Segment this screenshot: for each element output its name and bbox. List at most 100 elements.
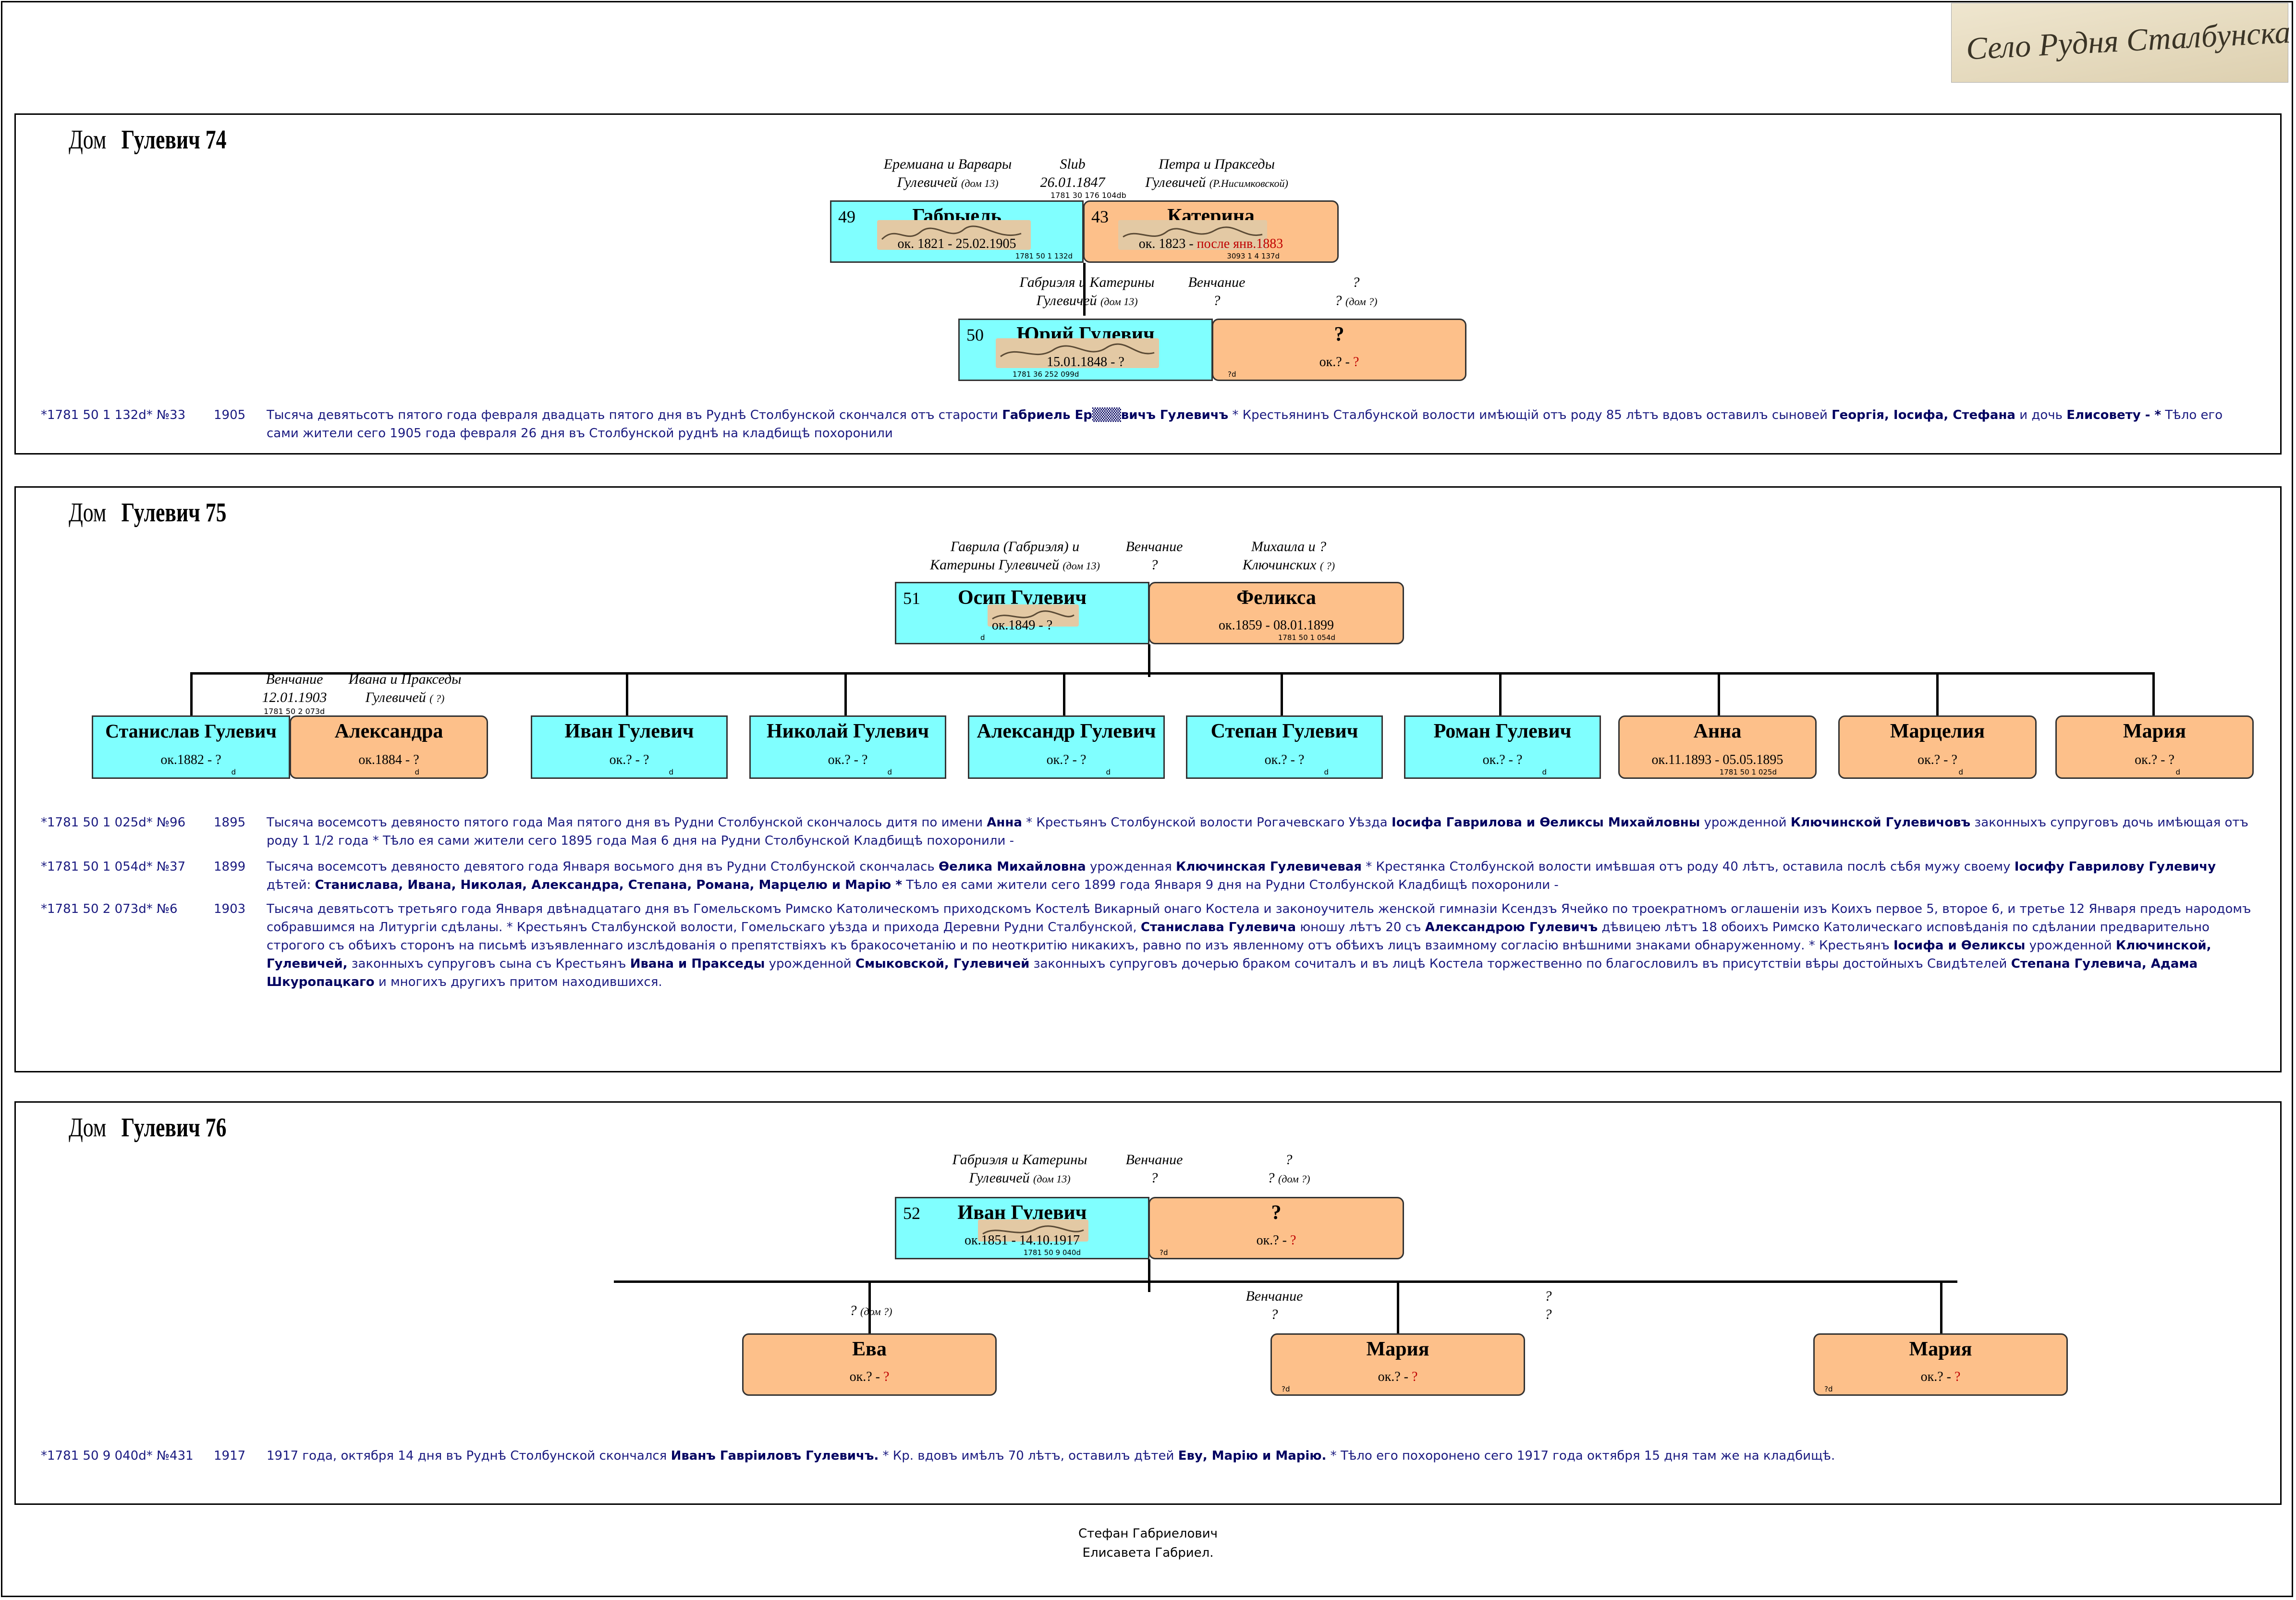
connector	[1148, 1259, 1150, 1292]
person-ref: d	[2175, 768, 2180, 776]
person-ref: 1781 50 9 040d	[1023, 1248, 1081, 1257]
person-katerina[interactable]: 43 Катерина ок. 1823 - после янв.1883 30…	[1083, 200, 1339, 263]
house-dom-label: Дом	[69, 498, 107, 528]
connector	[1936, 672, 1939, 718]
signature-image	[1118, 220, 1267, 250]
person-ref: 1781 50 1 025d	[1719, 768, 1777, 776]
person-ref: 1781 50 1 132d	[1015, 252, 1073, 260]
child-mariya-2[interactable]: Мария ок.? - ? ?d	[1813, 1333, 2068, 1396]
person-ref: ?d	[1824, 1385, 1833, 1393]
person-name: Иван Гулевич	[564, 720, 694, 742]
person-dates: ок.? - ?	[1920, 1369, 1961, 1384]
child-mariya-1[interactable]: Мария ок.? - ? ?d	[1270, 1333, 1525, 1396]
child-aleksandra[interactable]: Александра ок.1884 - ? d	[290, 715, 488, 779]
father-parents-label: Еремиана и Варвары Гулевичей (дом 13)	[883, 156, 1012, 190]
person-name: Роман Гулевич	[1433, 720, 1572, 742]
signature-image	[996, 338, 1159, 368]
person-ref: ?d	[1228, 370, 1236, 379]
child-ivan[interactable]: Иван Гулевич ок.? - ? d	[531, 715, 728, 779]
child-roman[interactable]: Роман Гулевич ок.? - ? d	[1404, 715, 1601, 779]
person-name: Ева	[852, 1338, 887, 1360]
person-name: ?	[1334, 323, 1344, 345]
person-dates: 15.01.1848 - ?	[1047, 355, 1124, 369]
marriage-ref: 1781 50 2 073d	[264, 707, 325, 716]
marriage-label: Венчание 12.01.1903	[262, 671, 327, 705]
connector	[2152, 672, 2155, 718]
child-mariya[interactable]: Мария ок.? - ? d	[2055, 715, 2254, 779]
person-ref: d	[231, 768, 236, 776]
connector	[1281, 672, 1283, 718]
person-dates: ок.? - ?	[1378, 1369, 1418, 1384]
person-name: ?	[1271, 1202, 1282, 1224]
child-nikolai[interactable]: Николай Гулевич ок.? - ? d	[749, 715, 946, 779]
child-parents-label: Габриэля и Катерины Гулевичей (дом 13)	[1019, 274, 1155, 308]
spouse-parents-label: Ивана и Пракседы Гулевичей ( ?)	[348, 671, 462, 705]
person-ref: 3093 1 4 137d	[1227, 252, 1280, 260]
person-ivan[interactable]: 52 Иван Гулевич ок.1851 - 14.10.1917 178…	[895, 1197, 1149, 1259]
house-title: Дом Гулевич 75	[69, 497, 226, 528]
person-unknown-spouse[interactable]: ? ок.? - ? ?d	[1148, 1197, 1404, 1259]
person-dates: ок.? - ?	[849, 1369, 890, 1384]
marriage-label: Венчание ?	[1188, 274, 1246, 308]
connector	[1083, 263, 1086, 316]
person-unknown-spouse[interactable]: ? ок.? - ? ?d	[1212, 319, 1466, 381]
person-gabriel[interactable]: 49 Габрыель ок. 1821 - 25.02.1905 1781 5…	[830, 200, 1084, 263]
person-name: Станислав Гулевич	[105, 720, 277, 742]
person-dates: ок.? - ?	[1482, 752, 1523, 767]
person-osip[interactable]: 51 Осип Гулевич ок.1849 - ? d	[895, 582, 1149, 644]
village-banner-image: Село Рудня Сталбунска	[1951, 3, 2292, 83]
person-dates: ок.11.1893 - 05.05.1895	[1651, 752, 1783, 767]
person-ref: d	[980, 633, 985, 642]
mother-parents-label: Михаила и ? Ключинских ( ?)	[1242, 539, 1335, 573]
father-parents-label: Габриэля и Катерины Гулевичей (дом 13)	[952, 1152, 1087, 1186]
connector	[868, 1280, 871, 1333]
spouse-parents-label: ? ? (дом ?)	[1334, 274, 1378, 308]
child-eva[interactable]: Ева ок.? - ?	[742, 1333, 997, 1396]
signature-image	[877, 220, 1031, 250]
person-dates: ок.1882 - ?	[160, 752, 221, 767]
connector	[190, 672, 193, 718]
person-ref: ?d	[1160, 1248, 1168, 1257]
person-ref: d	[1958, 768, 1963, 776]
person-dates: ок.? - ?	[1917, 752, 1957, 767]
footer-line: Стефан Габриелович	[1078, 1526, 1218, 1541]
children-bus	[614, 1280, 1957, 1283]
person-yuri[interactable]: 50 Юрий Гулевич 15.01.1848 - ? 1781 36 2…	[958, 319, 1213, 381]
banner-handwriting: Село Рудня Сталбунска	[1965, 14, 2292, 67]
mother-parents-label: Петра и Пракседы Гулевичей (Р.Нисимковск…	[1145, 156, 1288, 190]
person-dates: ок.? - ?	[609, 752, 649, 767]
person-feliksa[interactable]: Феликса ок.1859 - 08.01.1899 1781 50 1 0…	[1148, 582, 1404, 644]
person-name: Мария	[2123, 720, 2186, 742]
marriage-label: Венчание ?	[1246, 1288, 1303, 1322]
spouse-parents-label: ? ?	[1544, 1288, 1552, 1322]
person-dates: ок. 1823 - после янв.1883	[1138, 236, 1283, 251]
person-ref: ?d	[1282, 1385, 1290, 1393]
children-bus	[190, 672, 2154, 675]
house-dom-label: Дом	[69, 1113, 107, 1143]
person-name: Анна	[1693, 720, 1742, 742]
connector	[1063, 672, 1065, 718]
father-parents-label: Гаврилa (Габриэля) и Катерины Гулевичей …	[930, 539, 1100, 573]
connector	[1940, 1280, 1942, 1333]
person-dates: ок.1884 - ?	[358, 752, 419, 767]
signature-image	[988, 604, 1079, 627]
person-name: Александра	[334, 720, 443, 742]
child-martseliya[interactable]: Марцелия ок.? - ? d	[1838, 715, 2037, 779]
child-stepan[interactable]: Степан Гулевич ок.? - ? d	[1186, 715, 1383, 779]
person-name: Степан Гулевич	[1210, 720, 1358, 742]
house-dom-label: Дом	[69, 125, 107, 155]
child-aleksandr[interactable]: Александр Гулевич ок.? - ? d	[968, 715, 1165, 779]
person-ref: 1781 50 1 054d	[1278, 633, 1335, 642]
child-anna[interactable]: Анна ок.11.1893 - 05.05.1895 1781 50 1 0…	[1618, 715, 1817, 779]
footer-names: Стефан Габриелович Елисавета Габриел.	[1009, 1524, 1287, 1563]
person-dates: ок.1859 - 08.01.1899	[1219, 618, 1334, 633]
connector	[626, 672, 628, 718]
person-ref: 1781 36 252 099d	[1013, 370, 1079, 379]
child-stanislav[interactable]: Станислав Гулевич ок.1882 - ? d	[92, 715, 290, 779]
house-name: Гулевич 75	[121, 498, 227, 528]
person-dates: ок.? - ?	[1046, 752, 1087, 767]
